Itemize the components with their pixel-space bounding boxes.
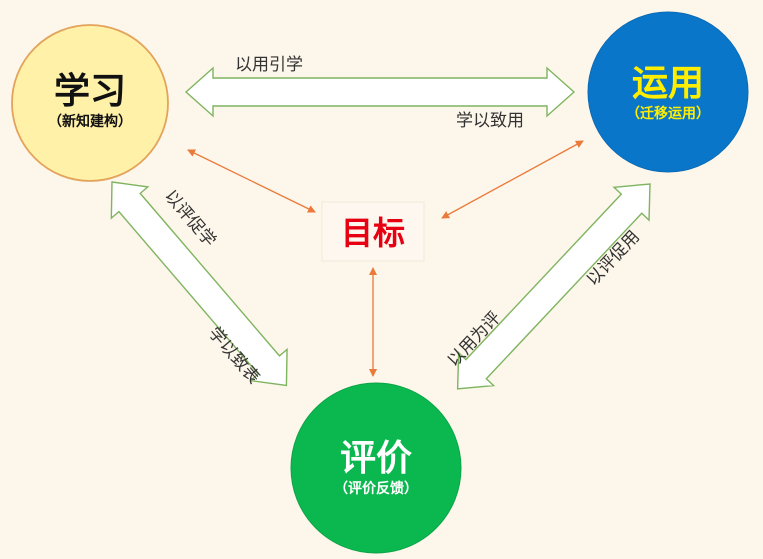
apply-subtitle: （迁移运用） xyxy=(626,105,710,122)
learn-subtitle: （新知建构） xyxy=(48,113,132,130)
goal-label: 目标 xyxy=(341,214,405,252)
label-learn-to-apply: 以用引学 xyxy=(235,55,303,75)
thin-arrow-learn-goal xyxy=(187,149,316,213)
evaluate-title: 评价 xyxy=(340,438,412,479)
goal-box xyxy=(321,201,425,262)
learn-node xyxy=(11,24,169,182)
thin-arrow-apply-goal xyxy=(441,140,584,219)
double-arrow-learn-evaluate xyxy=(110,181,288,387)
apply-node xyxy=(587,11,749,173)
double-arrow-apply-evaluate xyxy=(456,183,651,390)
evaluate-node xyxy=(290,382,462,554)
double-arrow-learn-apply xyxy=(184,66,576,118)
evaluate-subtitle: （评价反馈） xyxy=(334,480,418,497)
apply-title: 运用 xyxy=(632,63,704,104)
learn-title: 学习 xyxy=(54,70,126,112)
label-apply-to-learn: 学以致用 xyxy=(456,111,524,131)
